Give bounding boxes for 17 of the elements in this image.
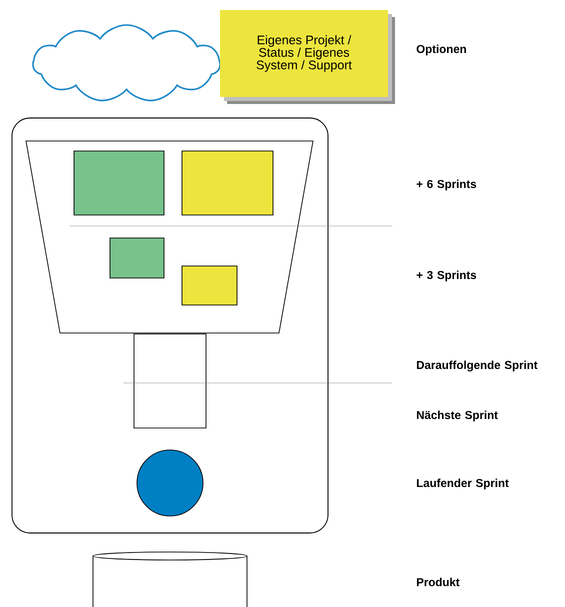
side-label: Laufender Sprint [416, 478, 509, 490]
cloud-shape [32, 24, 221, 102]
circle [136, 450, 204, 516]
box [134, 334, 206, 428]
trapezoid [26, 140, 314, 334]
box [74, 150, 164, 216]
side-label: Produkt [416, 578, 460, 586]
side-label: Darauffolgende Sprint [416, 360, 538, 372]
side-label: + 6 Sprints [416, 180, 476, 190]
box [182, 150, 274, 216]
cylinder [92, 552, 248, 607]
side-label: Optionen [416, 44, 466, 56]
side-label: + 3 Sprints [416, 270, 476, 282]
note-box: Eigenes Projekt / Status / Eigenes System / Support [220, 10, 395, 104]
side-label: Nächste Sprint [416, 410, 498, 422]
box [182, 266, 238, 306]
box [110, 238, 164, 278]
